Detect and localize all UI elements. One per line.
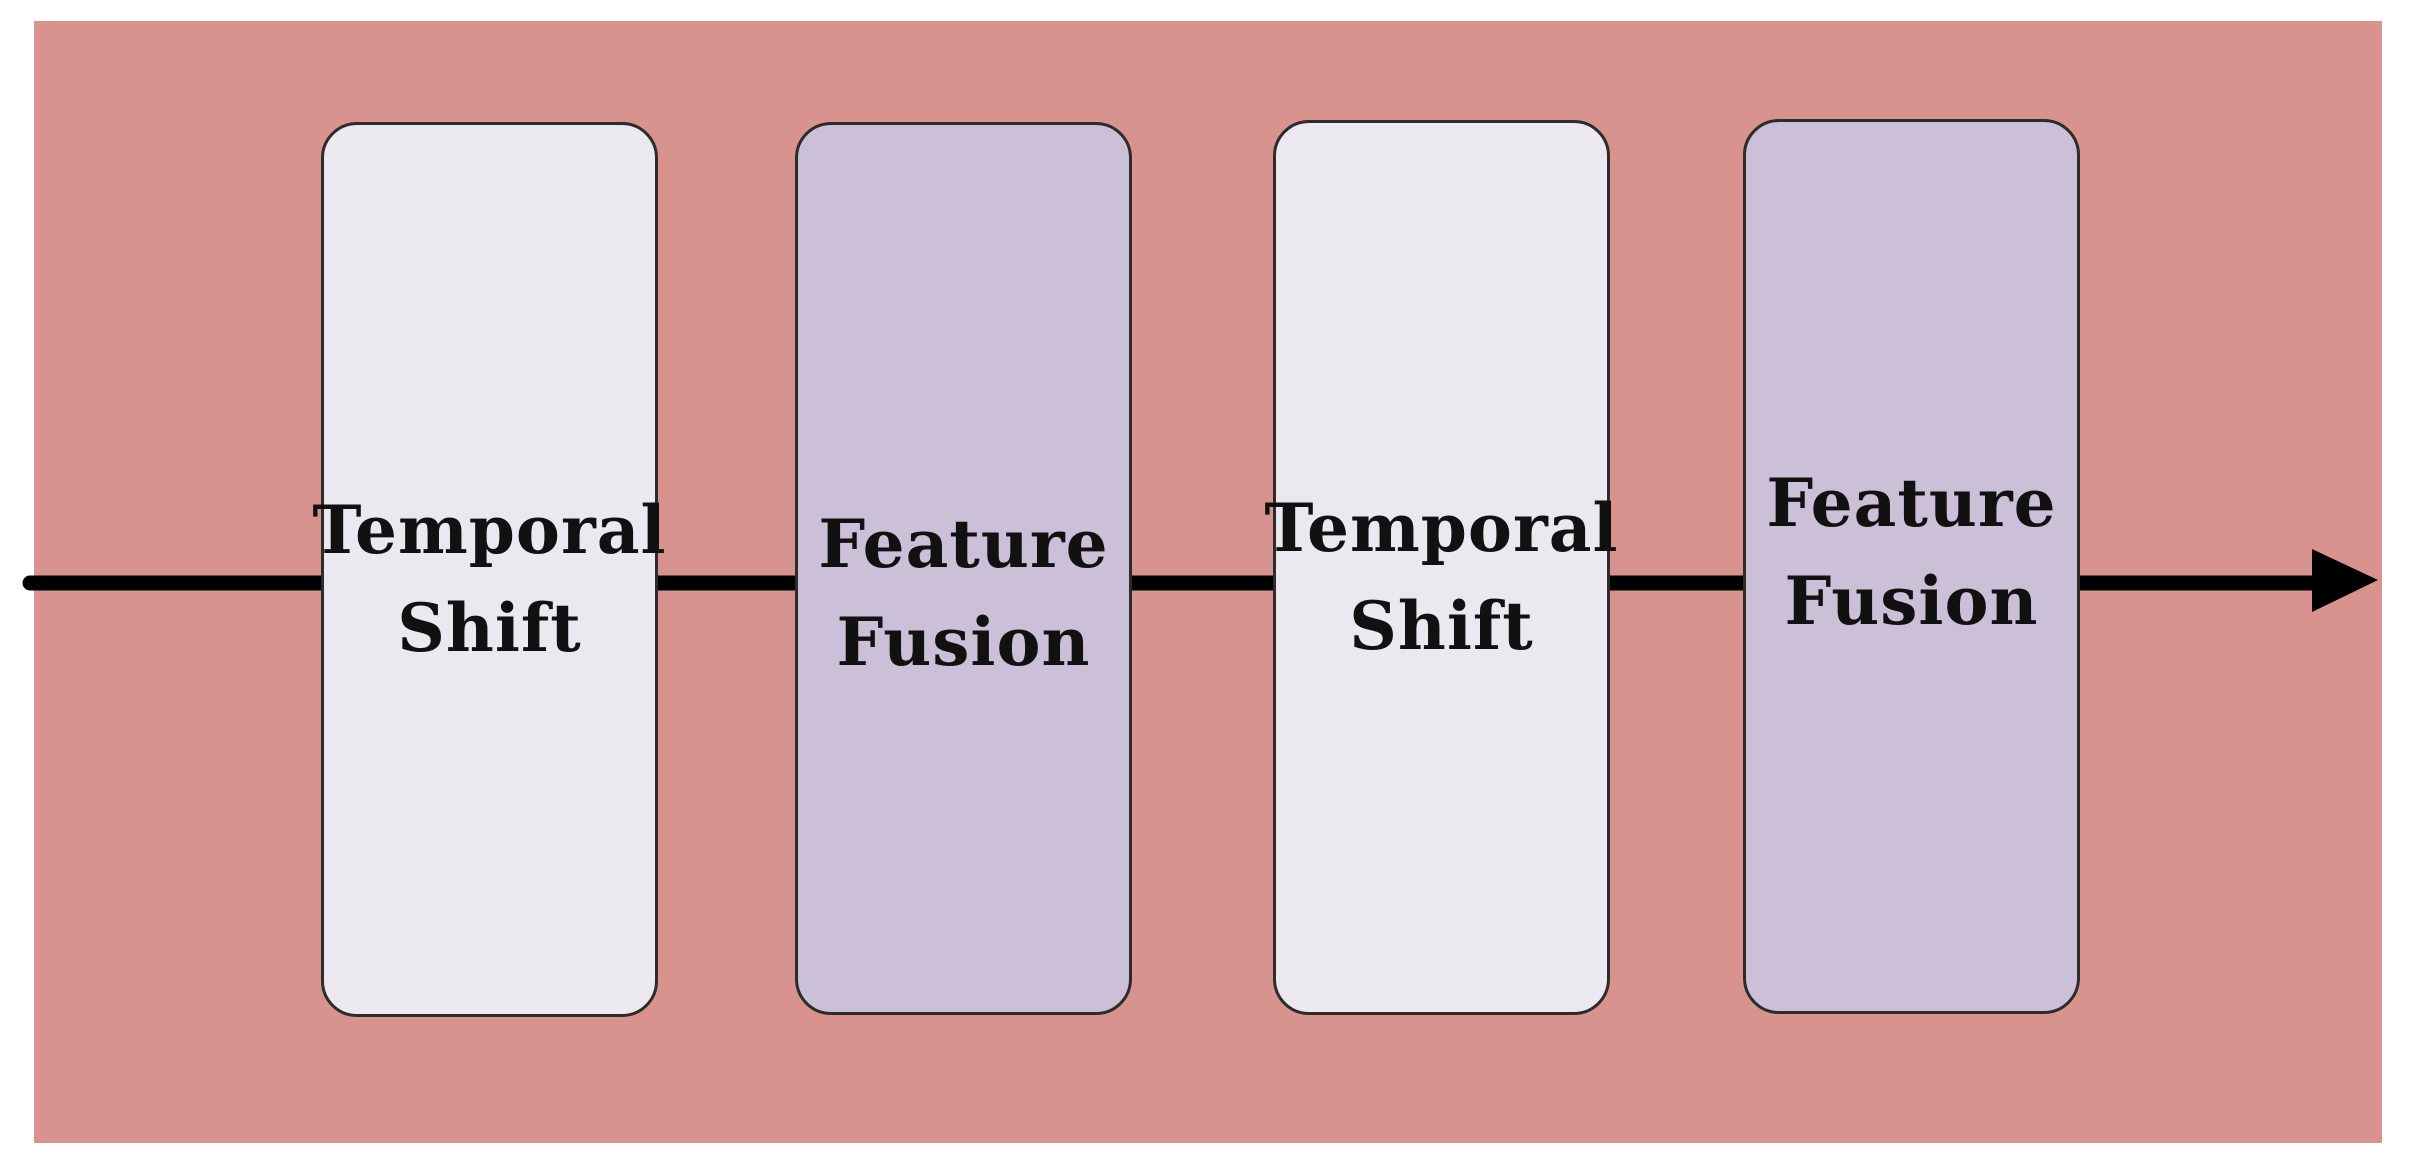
block-label-line-1: Temporal <box>1264 488 1619 567</box>
flow-arrowhead <box>2312 549 2378 612</box>
block-label-line-1: Feature <box>1766 463 2057 542</box>
block-label-line-1: Temporal <box>312 490 667 569</box>
block-label-line-2: Shift <box>397 588 582 667</box>
block-label: Feature Fusion <box>818 495 1108 691</box>
feature-fusion-block-2: Feature Fusion <box>1743 119 2080 1014</box>
block-label-line-2: Fusion <box>836 602 1091 681</box>
block-label: Temporal Shift <box>312 481 666 677</box>
block-label: Feature Fusion <box>1766 454 2056 650</box>
temporal-shift-block-1: Temporal Shift <box>312 122 666 1017</box>
block-label-line-2: Shift <box>1349 586 1534 665</box>
temporal-shift-block-2: Temporal Shift <box>1264 120 1618 1015</box>
feature-fusion-block-1: Feature Fusion <box>795 122 1132 1015</box>
block-label: Temporal Shift <box>1264 479 1618 675</box>
block-label-line-1: Feature <box>818 504 1109 583</box>
block-label-line-2: Fusion <box>1784 561 2039 640</box>
